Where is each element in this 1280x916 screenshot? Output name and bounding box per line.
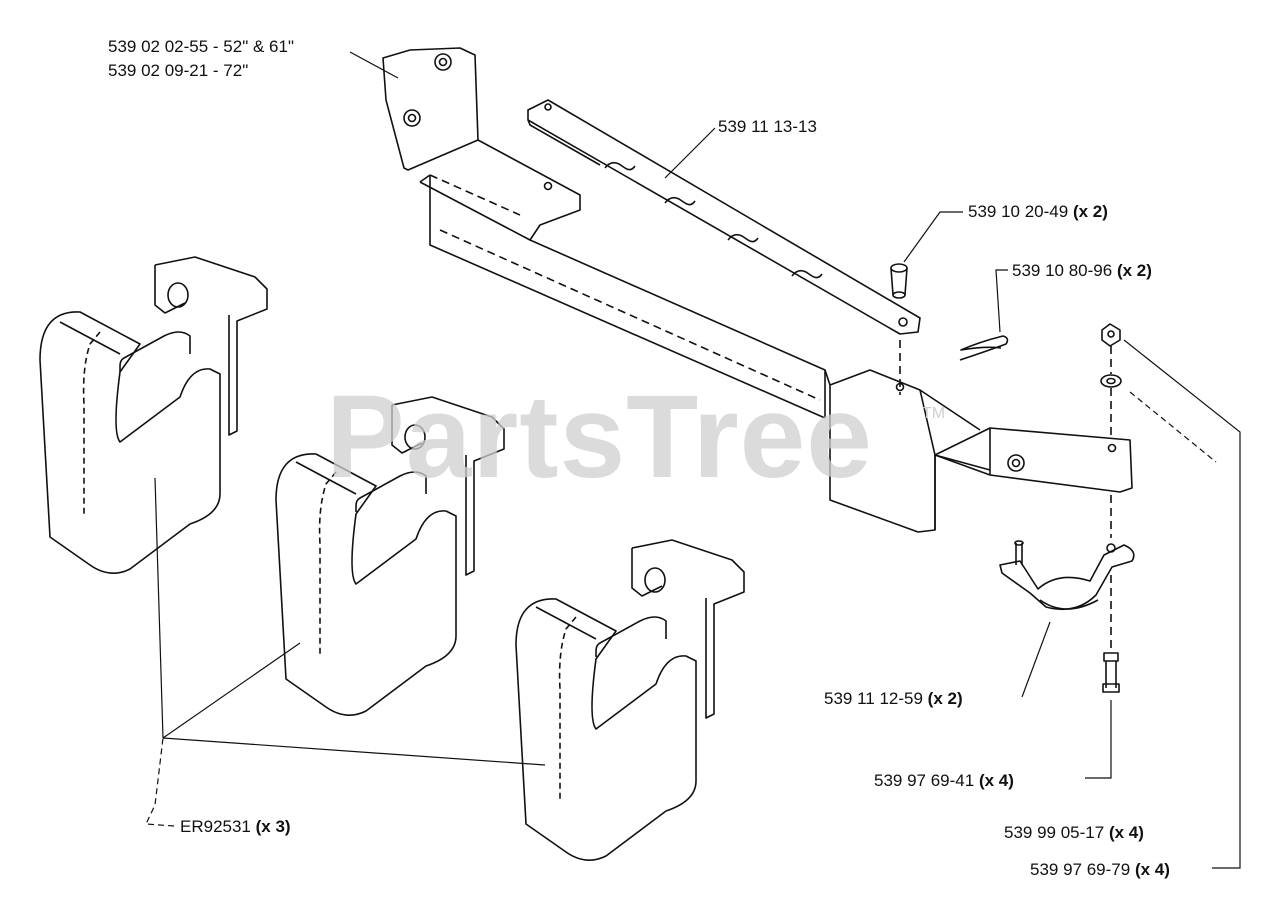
label-hook-bracket[interactable]: 539 11 12-59 (x 2)	[824, 690, 963, 707]
suitcase-weight-3-drawing	[515, 539, 745, 861]
part-number: 539 97 69-79	[1030, 860, 1131, 879]
part-number: 539 99 05-17	[1004, 823, 1105, 842]
slotted-plate-drawing	[527, 99, 921, 335]
part-number: 539 11 13-13	[718, 117, 817, 136]
label-nut[interactable]: 539 97 69-79 (x 4)	[1030, 861, 1170, 878]
part-quantity: (x 2)	[1072, 202, 1108, 221]
label-bracket-72[interactable]: 539 02 09-21 - 72"	[108, 62, 248, 79]
leader-lines	[145, 51, 1241, 869]
part-quantity: (x 4)	[1108, 823, 1144, 842]
label-washer[interactable]: 539 99 05-17 (x 4)	[1004, 824, 1144, 841]
part-quantity: (x 4)	[978, 771, 1014, 790]
label-suitcase-weight[interactable]: ER92531 (x 3)	[180, 818, 291, 835]
label-bracket-52-61[interactable]: 539 02 02-55 - 52" & 61"	[108, 38, 294, 55]
pin-drawing	[890, 263, 908, 395]
part-number: 539 02 09-21 - 72"	[108, 61, 249, 80]
part-number: 539 02 02-55 - 52" & 61"	[108, 37, 294, 56]
suitcase-weight-2-drawing	[275, 396, 505, 716]
part-quantity: (x 2)	[927, 689, 963, 708]
label-hairpin-clip[interactable]: 539 10 80-96 (x 2)	[1012, 262, 1152, 279]
part-quantity: (x 3)	[255, 817, 291, 836]
part-number: 539 11 12-59	[824, 689, 923, 708]
suitcase-weight-1-drawing	[39, 256, 268, 574]
label-bolt[interactable]: 539 97 69-41 (x 4)	[874, 772, 1014, 789]
part-number: ER92531	[180, 817, 251, 836]
watermark-trademark: TM	[922, 405, 946, 422]
hairpin-clip-drawing	[959, 335, 1009, 361]
part-number: 539 97 69-41	[874, 771, 975, 790]
label-slotted-plate[interactable]: 539 11 13-13	[718, 118, 817, 135]
part-quantity: (x 4)	[1134, 860, 1170, 879]
part-quantity: (x 2)	[1116, 261, 1152, 280]
watermark: PartsTree	[326, 371, 873, 503]
label-pin[interactable]: 539 10 20-49 (x 2)	[968, 203, 1108, 220]
weight-bracket-drawing	[382, 47, 1133, 533]
fastener-stack-drawing	[1100, 323, 1122, 693]
part-number: 539 10 80-96	[1012, 261, 1113, 280]
hook-bracket-drawing	[999, 540, 1135, 611]
part-number: 539 10 20-49	[968, 202, 1069, 221]
